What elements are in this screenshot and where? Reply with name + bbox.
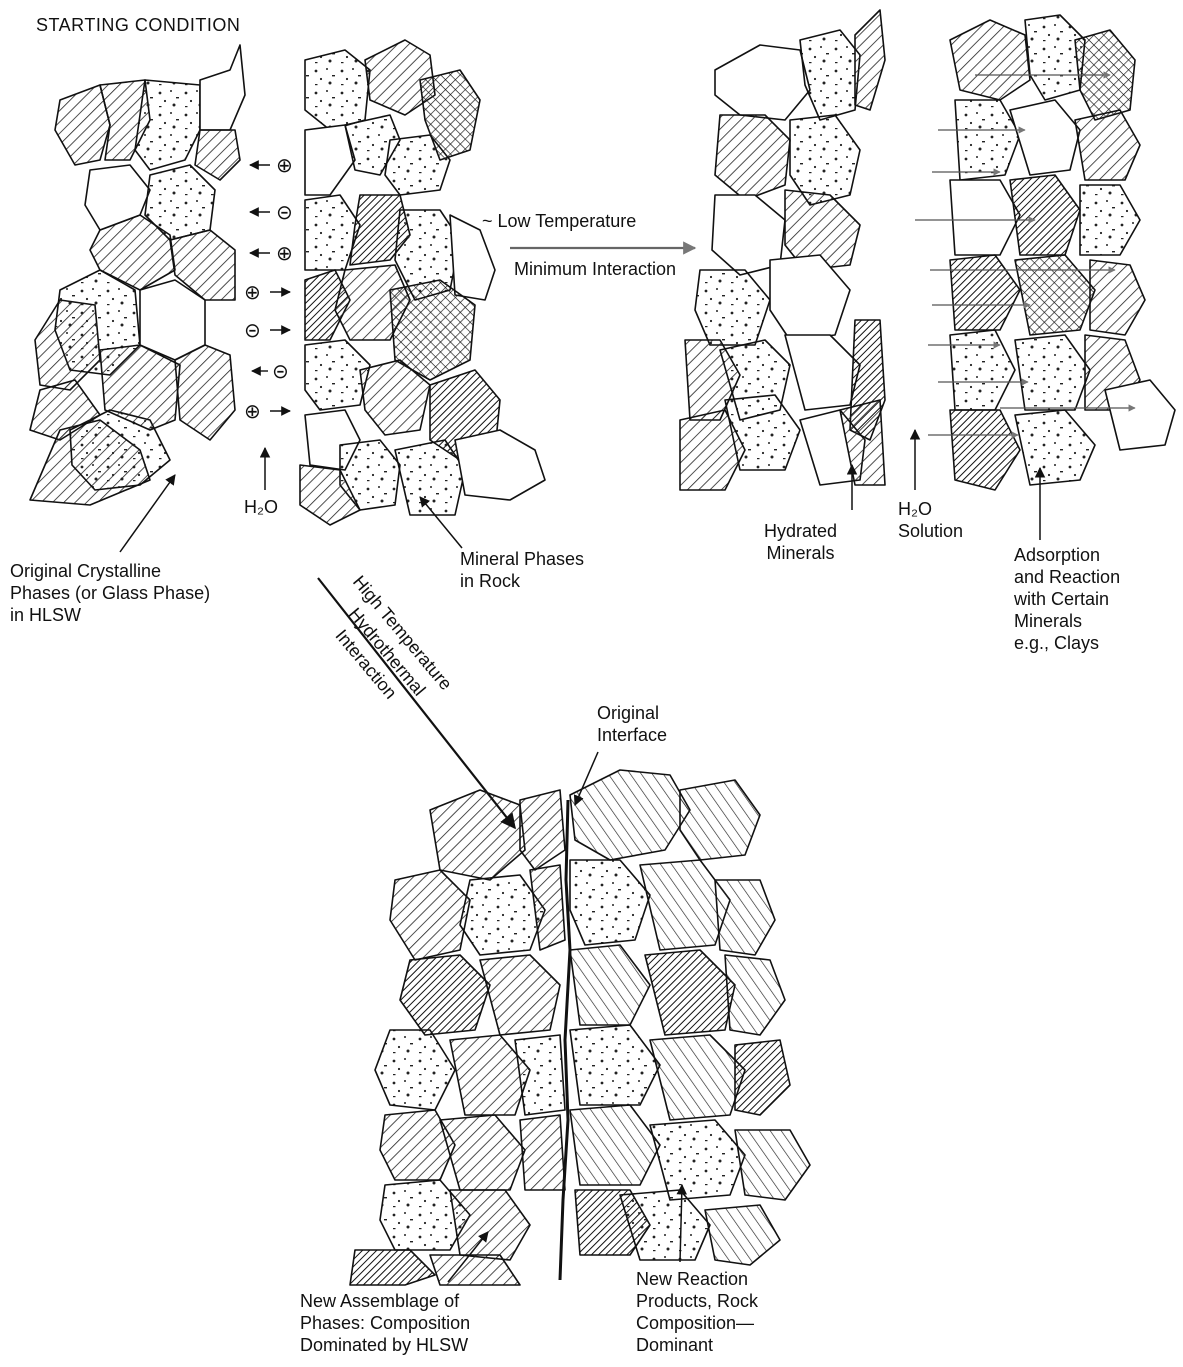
minus-ion: ⊝ (244, 318, 261, 342)
adsorption-line2: and Reaction (1014, 566, 1120, 588)
crystalline-line3: in HLSW (10, 604, 210, 626)
hlsw-grains-right-a (680, 10, 885, 490)
hlsw-grains-bottom (350, 790, 565, 1285)
rock-grains-right-a (950, 15, 1175, 490)
plus-ion: ⊕ (276, 153, 293, 177)
hlsw-grains-left (30, 45, 245, 505)
mineral-line2: in Rock (460, 570, 584, 592)
hydrated-minerals-label: Hydrated Minerals (764, 520, 837, 564)
rock-grains-bottom (570, 770, 810, 1265)
reaction-line1: New Reaction (636, 1268, 758, 1290)
reaction-line2: Products, Rock (636, 1290, 758, 1312)
plus-ion: ⊕ (244, 280, 261, 304)
low-temp-line1: ~ Low Temperature (482, 210, 636, 232)
assemblage-line1: New Assemblage of (300, 1290, 470, 1312)
mineral-line1: Mineral Phases (460, 548, 584, 570)
new-reaction-label: New Reaction Products, Rock Composition—… (636, 1268, 758, 1356)
new-assemblage-label: New Assemblage of Phases: Composition Do… (300, 1290, 470, 1356)
h2o-solution-label: H₂O Solution (898, 498, 963, 542)
low-temp-label: ~ Low Temperature (482, 210, 636, 232)
minus-ion: ⊝ (276, 200, 293, 224)
crystalline-line1: Original Crystalline (10, 560, 210, 582)
adsorption-line5: e.g., Clays (1014, 632, 1120, 654)
interface-line1: Original (597, 702, 667, 724)
reaction-line4: Dominant (636, 1334, 758, 1356)
page-title: STARTING CONDITION (36, 14, 240, 36)
original-interface-label: Original Interface (597, 702, 667, 746)
high-temp-label: High Temperature Hydrothermal Interactio… (312, 572, 456, 725)
interface-line2: Interface (597, 724, 667, 746)
assemblage-line2: Phases: Composition (300, 1312, 470, 1334)
mineral-phases-label: Mineral Phases in Rock (460, 548, 584, 592)
hydrated-line2: Minerals (764, 542, 837, 564)
low-temp-line2: Minimum Interaction (514, 258, 676, 280)
h2o-left-label: H₂O (244, 496, 278, 518)
original-interface-line (560, 800, 570, 1280)
adsorption-line1: Adsorption (1014, 544, 1120, 566)
crystalline-line2: Phases (or Glass Phase) (10, 582, 210, 604)
min-interaction-label: Minimum Interaction (514, 258, 676, 280)
reaction-line3: Composition— (636, 1312, 758, 1334)
adsorption-line4: Minerals (1014, 610, 1120, 632)
original-crystalline-label: Original Crystalline Phases (or Glass Ph… (10, 560, 210, 626)
h2o-solution-line1: H₂O (898, 498, 963, 520)
adsorption-label: Adsorption and Reaction with Certain Min… (1014, 544, 1120, 654)
plus-ion: ⊕ (276, 241, 293, 265)
hydrated-line1: Hydrated (764, 520, 837, 542)
minus-ion: ⊝ (272, 359, 289, 383)
rock-grains-left (300, 40, 545, 525)
plus-ion: ⊕ (244, 399, 261, 423)
assemblage-line3: Dominated by HLSW (300, 1334, 470, 1356)
h2o-solution-line2: Solution (898, 520, 963, 542)
adsorption-line3: with Certain (1014, 588, 1120, 610)
